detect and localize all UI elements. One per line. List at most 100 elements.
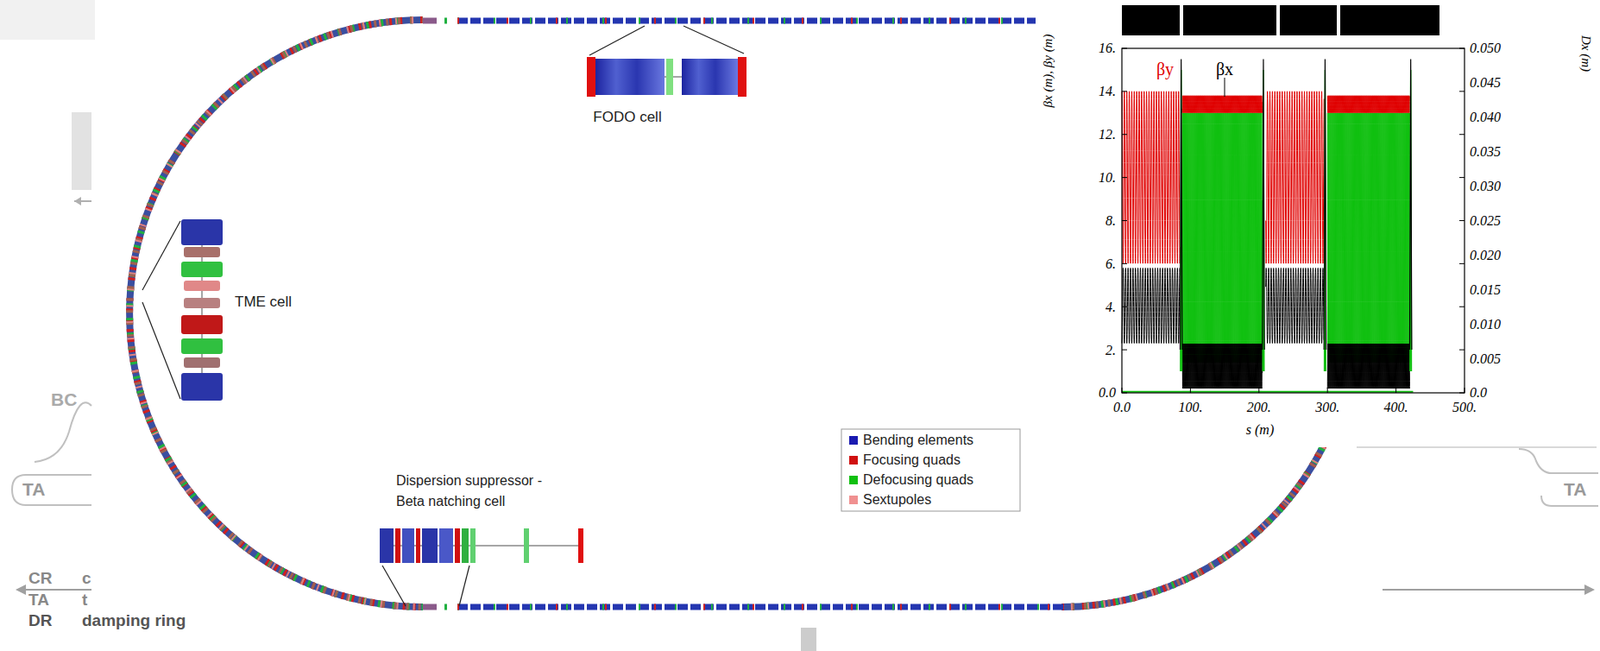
ring-arc	[129, 19, 423, 607]
ring-straight	[422, 18, 437, 25]
ring-straight	[457, 18, 1036, 25]
lattice-bar	[1340, 5, 1440, 36]
magnet	[181, 314, 223, 334]
tick	[1459, 306, 1465, 308]
tick	[1121, 133, 1128, 135]
tick-label: 0.050	[1469, 39, 1501, 57]
beta-curve	[1262, 58, 1265, 350]
quad-magnet	[586, 56, 596, 97]
bend-magnet	[595, 58, 665, 95]
magnet	[439, 528, 454, 563]
beta-curve	[1409, 58, 1412, 350]
tick	[1121, 349, 1128, 351]
series-label: βy	[1156, 58, 1174, 80]
panel-edge	[1356, 446, 1597, 448]
faded-arrow	[1382, 588, 1588, 591]
magnet	[422, 528, 438, 563]
quad-magnet	[666, 58, 674, 95]
beta-curve	[1327, 113, 1410, 363]
tick	[1459, 263, 1465, 265]
tick-label: 0.020	[1469, 246, 1501, 264]
faded-label: TA	[28, 590, 50, 611]
lattice-bar	[1183, 5, 1277, 36]
magnet	[454, 528, 460, 563]
tick	[1258, 387, 1260, 393]
bend-magnet	[681, 58, 738, 95]
faded-bracket	[1518, 448, 1599, 506]
leader-line	[589, 25, 645, 56]
ring-arc	[129, 19, 423, 607]
legend-swatch	[849, 475, 858, 485]
beta-curve	[1121, 91, 1181, 264]
tick-label: 0.025	[1469, 212, 1501, 229]
tick	[1190, 387, 1191, 393]
tick-label: 0.035	[1469, 143, 1501, 160]
tick	[1459, 349, 1465, 351]
leader-line	[683, 25, 744, 54]
tick-label: 0.040	[1469, 108, 1501, 126]
legend-swatch	[849, 455, 858, 465]
legend-text: Defocusing quads	[862, 471, 974, 488]
chart-panel	[1035, 0, 1600, 448]
faded-label: damping ring	[81, 611, 186, 631]
ring-marker	[444, 18, 448, 25]
magnet	[415, 528, 421, 563]
tick-label: 0.0	[1113, 398, 1131, 416]
tick	[1464, 387, 1466, 393]
tick-label: 100.	[1177, 398, 1203, 416]
magnet	[461, 528, 469, 563]
tick	[1121, 220, 1128, 221]
ring-straight	[457, 604, 1066, 611]
beta-curve	[1179, 58, 1182, 350]
magnet	[181, 219, 223, 246]
tick-label: 12.	[1098, 125, 1116, 143]
beta-curve	[1182, 113, 1263, 363]
beta-curve	[1121, 268, 1181, 344]
faded-label: DR	[28, 611, 52, 631]
legend-swatch	[849, 495, 858, 504]
tick	[1121, 90, 1128, 92]
tick-label: 0.010	[1469, 315, 1501, 333]
faded-panel	[71, 112, 92, 190]
axis-title: s (m)	[1246, 421, 1274, 438]
tick	[1121, 387, 1123, 393]
faded-arrowhead	[1584, 584, 1595, 595]
ring-arc	[129, 19, 423, 607]
tick-label: 300.	[1315, 398, 1340, 416]
lattice-bar	[1279, 5, 1337, 36]
legend-text: Bending elements	[862, 431, 974, 448]
tick	[1459, 133, 1465, 135]
axis-title: Dx (m)	[1578, 35, 1594, 72]
faded-curve	[34, 402, 92, 462]
leader-line	[142, 220, 181, 290]
tick	[1459, 392, 1465, 394]
ring-straight	[422, 604, 437, 611]
magnet	[181, 372, 223, 401]
ring-straight	[457, 604, 1066, 611]
magnet	[181, 338, 223, 354]
beta-curve	[1323, 58, 1326, 350]
tick-label: 0.0	[1469, 384, 1487, 401]
magnet	[183, 280, 221, 291]
tick-label: 4.	[1105, 298, 1116, 315]
legend-swatch	[849, 435, 858, 445]
faded-bracket	[12, 474, 92, 505]
tick-label: 0.030	[1469, 177, 1501, 195]
leader-line	[459, 565, 470, 606]
tick-label: 14.	[1098, 82, 1116, 100]
tick-label: 6.	[1105, 255, 1116, 272]
ring-straight	[457, 18, 1036, 25]
tick	[1459, 176, 1465, 178]
beta-curve	[1327, 343, 1410, 389]
ring-straight	[457, 604, 1066, 611]
magnet	[523, 528, 530, 563]
faded-label: c	[81, 568, 92, 589]
faded-arrowhead	[74, 196, 82, 206]
tick-label: 10.	[1098, 169, 1116, 186]
tick	[1395, 387, 1397, 393]
tick-label: 0.015	[1469, 281, 1501, 298]
beta-curve	[1266, 91, 1325, 264]
tick-label: 500.	[1452, 398, 1477, 416]
magnet	[379, 528, 394, 563]
